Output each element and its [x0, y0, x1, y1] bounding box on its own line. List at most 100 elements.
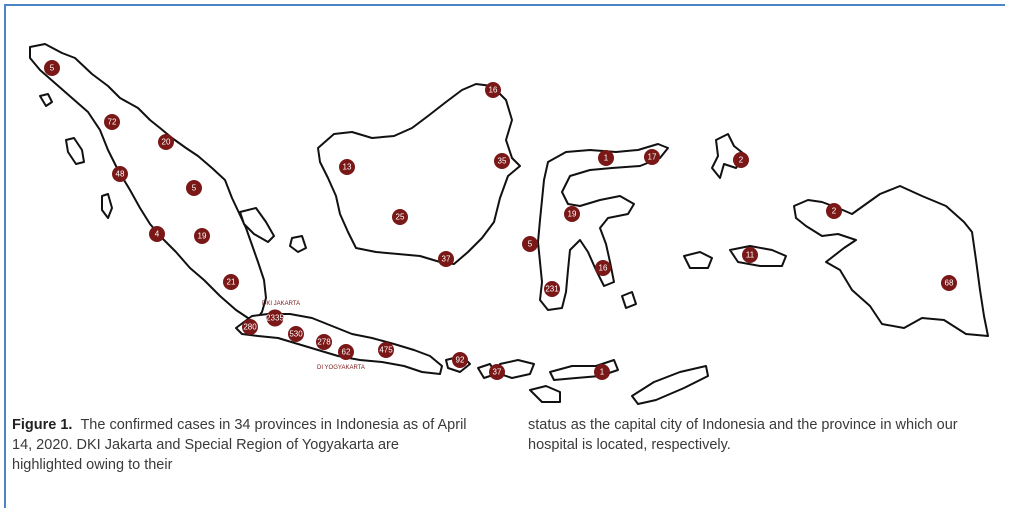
marker-lampung: 280: [242, 319, 258, 335]
marker-value: 19: [198, 232, 207, 241]
marker-value: 530: [289, 330, 303, 339]
island-kalimantan: [317, 83, 521, 265]
marker-value: 68: [945, 279, 954, 288]
marker-circle: [564, 206, 580, 222]
marker-circle: [266, 309, 284, 327]
island-buru: [683, 251, 713, 269]
marker-south-kalimantan: 37: [438, 251, 454, 267]
marker-circle: [544, 281, 560, 297]
marker-value: 37: [493, 368, 502, 377]
marker-circle: [186, 180, 202, 196]
marker-east-java: 475: [378, 342, 394, 358]
marker-value: 16: [599, 264, 608, 273]
island-papua: [793, 185, 989, 337]
marker-value: 20: [162, 138, 171, 147]
marker-circle: [452, 352, 468, 368]
marker-circle: [149, 226, 165, 242]
marker-south-sulawesi: 231: [544, 281, 560, 297]
marker-south-sumatra: 21: [223, 274, 239, 290]
figure-label: Figure 1.: [12, 417, 73, 433]
marker-circle: [485, 82, 501, 98]
marker-west-sumatra: 48: [112, 166, 128, 182]
island-timor: [631, 365, 709, 405]
marker-value: 2: [832, 207, 837, 216]
marker-value: 16: [489, 86, 498, 95]
marker-value: 11: [746, 251, 755, 260]
marker-value: 17: [648, 153, 657, 162]
marker-west-kalimantan: 13: [339, 159, 355, 175]
marker-ntb: 37: [489, 364, 505, 380]
marker-di-yogyakarta: 62: [338, 344, 354, 360]
marker-value: 21: [227, 278, 236, 287]
marker-north-maluku: 2: [733, 152, 749, 168]
marker-value: 5: [192, 184, 197, 193]
marker-circle: [522, 236, 538, 252]
island-sumatra: [29, 43, 267, 321]
marker-value: 1: [604, 154, 609, 163]
marker-circle: [598, 150, 614, 166]
marker-central-kalimantan: 25: [392, 209, 408, 225]
marker-value: 475: [379, 346, 393, 355]
marker-gorontalo: 1: [598, 150, 614, 166]
marker-value: 280: [243, 323, 257, 332]
callout-jakarta: DKI JAKARTA: [262, 301, 300, 307]
island-sumba: [529, 385, 561, 403]
marker-circle: [242, 319, 258, 335]
marker-value: 1: [600, 368, 605, 377]
caption-text-right: status as the capital city of Indonesia …: [528, 417, 958, 453]
island-nias: [65, 137, 85, 165]
caption-text-left: The confirmed cases in 34 provinces in I…: [12, 417, 467, 473]
marker-circle: [826, 203, 842, 219]
marker-circle: [494, 153, 510, 169]
case-markers: DKI JAKARTA DI YOGYAKARTA 57220485194212…: [44, 60, 957, 380]
marker-maluku: 11: [742, 247, 758, 263]
marker-circle: [742, 247, 758, 263]
marker-circle: [378, 342, 394, 358]
marker-papua: 68: [941, 275, 957, 291]
marker-east-kalimantan: 35: [494, 153, 510, 169]
marker-ntt: 1: [594, 364, 610, 380]
figure-caption-right: status as the capital city of Indonesia …: [528, 415, 998, 455]
island-java: [235, 313, 443, 375]
marker-circle: [158, 134, 174, 150]
marker-circle: [595, 260, 611, 276]
marker-value: 2335: [266, 314, 284, 323]
marker-central-java: 278: [316, 334, 332, 350]
marker-value: 5: [50, 64, 55, 73]
marker-bali: 92: [452, 352, 468, 368]
marker-circle: [288, 326, 304, 342]
marker-value: 25: [396, 213, 405, 222]
island-buton: [621, 291, 637, 309]
figure-frame: [4, 4, 1005, 508]
marker-circle: [316, 334, 332, 350]
marker-value: 4: [155, 230, 160, 239]
marker-value: 231: [545, 285, 559, 294]
marker-central-sulawesi: 19: [564, 206, 580, 222]
marker-bengkulu: 4: [149, 226, 165, 242]
marker-value: 19: [568, 210, 577, 219]
marker-value: 37: [442, 255, 451, 264]
island-belitung: [289, 235, 307, 253]
marker-southeast-sulawesi: 16: [595, 260, 611, 276]
marker-circle: [223, 274, 239, 290]
marker-north-sulawesi: 17: [644, 149, 660, 165]
marker-aceh: 5: [44, 60, 60, 76]
marker-value: 35: [498, 157, 507, 166]
marker-value: 2: [739, 156, 744, 165]
marker-value: 92: [456, 356, 465, 365]
marker-value: 48: [116, 170, 125, 179]
marker-north-kalimantan: 16: [485, 82, 501, 98]
marker-circle: [733, 152, 749, 168]
marker-riau-islands: 5: [186, 180, 202, 196]
marker-north-sumatra: 72: [104, 114, 120, 130]
callout-yogyakarta: DI YOGYAKARTA: [317, 365, 365, 371]
marker-circle: [112, 166, 128, 182]
marker-circle: [338, 344, 354, 360]
island-bangka: [239, 207, 275, 243]
marker-riau: 20: [158, 134, 174, 150]
marker-dki-jakarta: 2335: [266, 309, 284, 327]
marker-circle: [194, 228, 210, 244]
marker-circle: [339, 159, 355, 175]
marker-circle: [104, 114, 120, 130]
island-mentawai: [101, 193, 113, 219]
